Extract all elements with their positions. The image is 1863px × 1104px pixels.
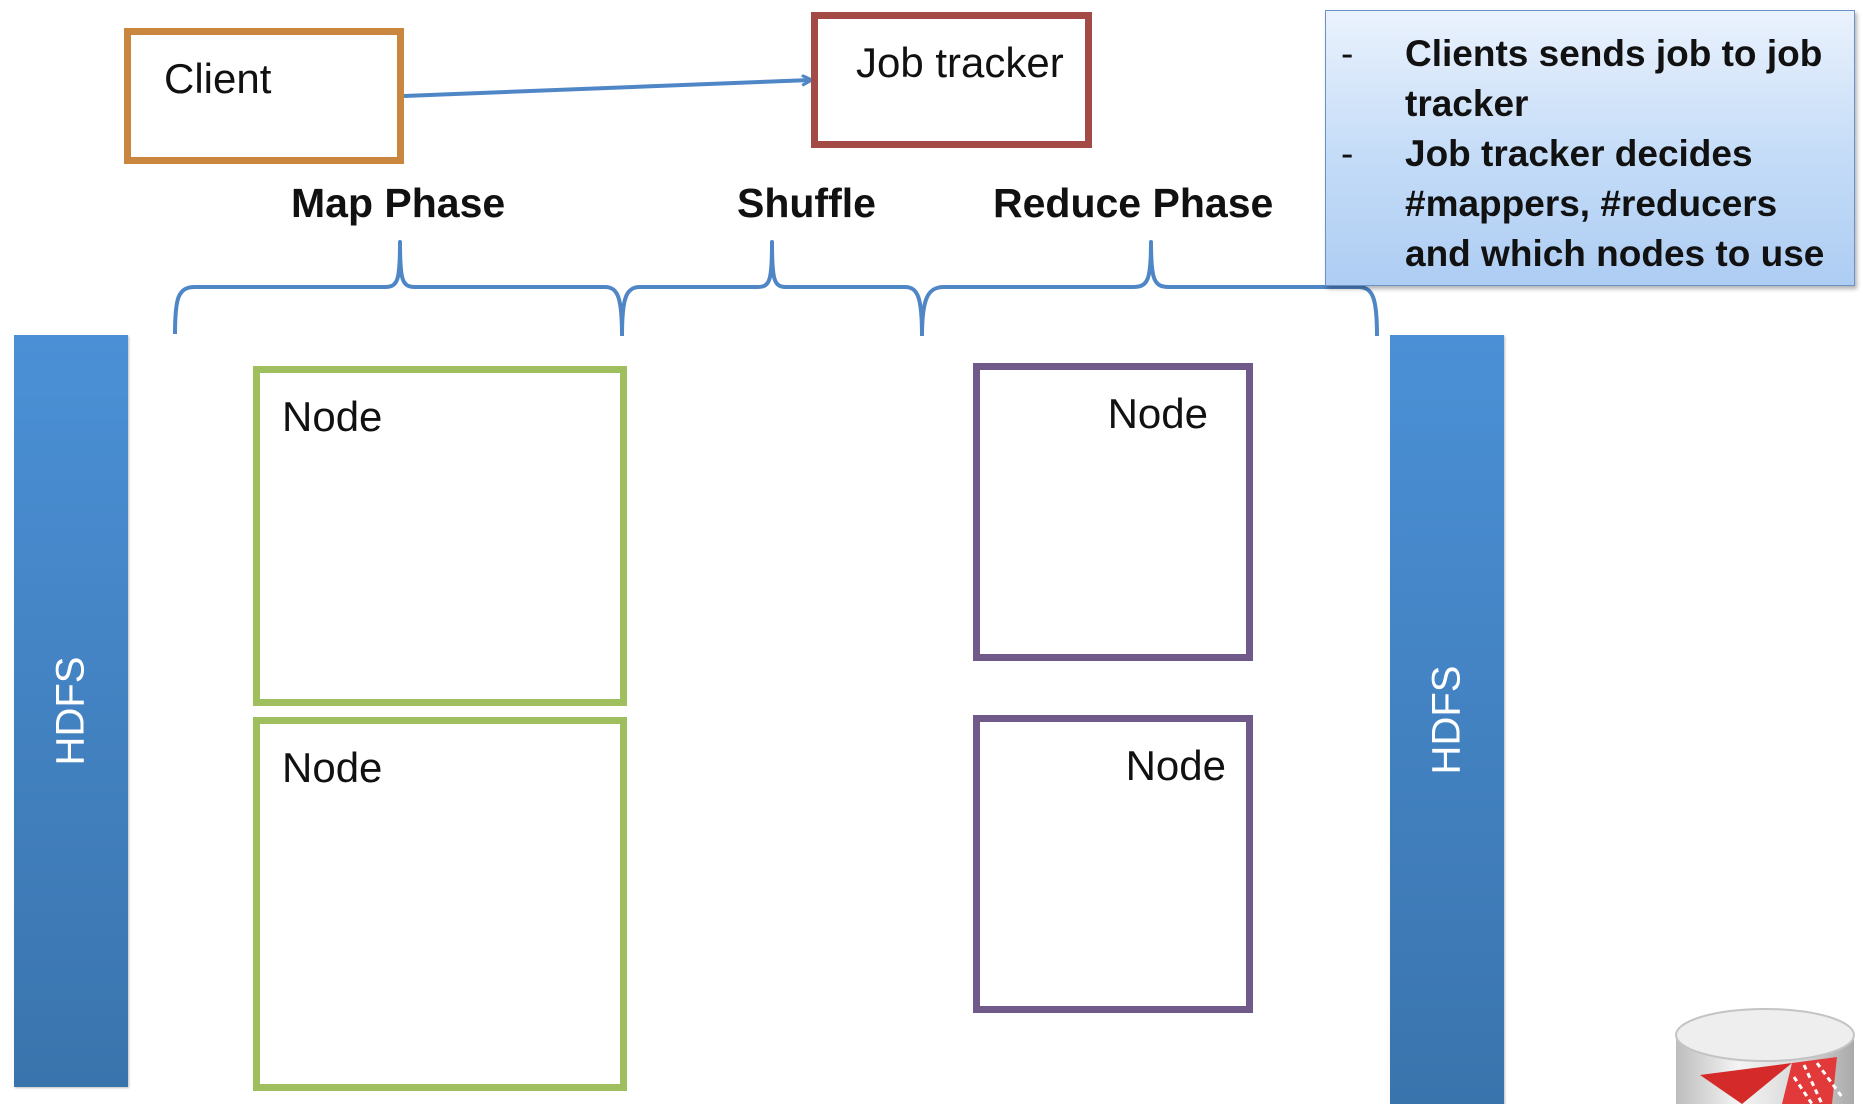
- reduce-node-1-label: Node: [1107, 390, 1208, 437]
- client-box: Client: [124, 28, 404, 164]
- callout-item-text: Clients sends job to job tracker: [1405, 33, 1823, 124]
- shuffle-label: Shuffle: [737, 180, 876, 226]
- map-phase-brace: [173, 240, 624, 337]
- reduce-phase-brace: [920, 240, 1379, 337]
- reduce-node-1: Node: [973, 363, 1253, 661]
- callout-note: - Clients sends job to job tracker - Job…: [1325, 10, 1855, 286]
- reduce-phase-label: Reduce Phase: [993, 180, 1274, 226]
- callout-item: - Job tracker decides #mappers, #reducer…: [1326, 129, 1832, 279]
- bullet-dash: -: [1341, 133, 1354, 174]
- bullet-dash: -: [1341, 33, 1354, 74]
- shuffle-brace: [620, 240, 924, 337]
- map-phase-label: Map Phase: [291, 180, 506, 226]
- hdfs-left-label: HDFS: [48, 656, 93, 766]
- map-node-2-label: Node: [282, 744, 383, 791]
- hdfs-right-bar: HDFS: [1390, 335, 1504, 1104]
- reduce-node-2-label: Node: [1125, 742, 1226, 789]
- callout-item-text: Job tracker decides #mappers, #reducers …: [1405, 133, 1825, 274]
- hdfs-left-bar: HDFS: [14, 335, 128, 1087]
- job-tracker-label: Job tracker: [856, 39, 1064, 86]
- map-node-1: Node: [253, 366, 627, 706]
- map-node-2: Node: [253, 717, 627, 1091]
- reduce-node-2: Node: [973, 715, 1253, 1013]
- callout-item: - Clients sends job to job tracker: [1326, 29, 1832, 129]
- map-node-1-label: Node: [282, 393, 383, 440]
- database-cylinder-icon: [1672, 1005, 1858, 1104]
- hdfs-right-label: HDFS: [1424, 665, 1469, 774]
- client-label: Client: [164, 55, 272, 102]
- client-to-tracker-arrow: [403, 80, 811, 98]
- callout-list: - Clients sends job to job tracker - Job…: [1326, 29, 1832, 279]
- job-tracker-box: Job tracker: [811, 12, 1092, 148]
